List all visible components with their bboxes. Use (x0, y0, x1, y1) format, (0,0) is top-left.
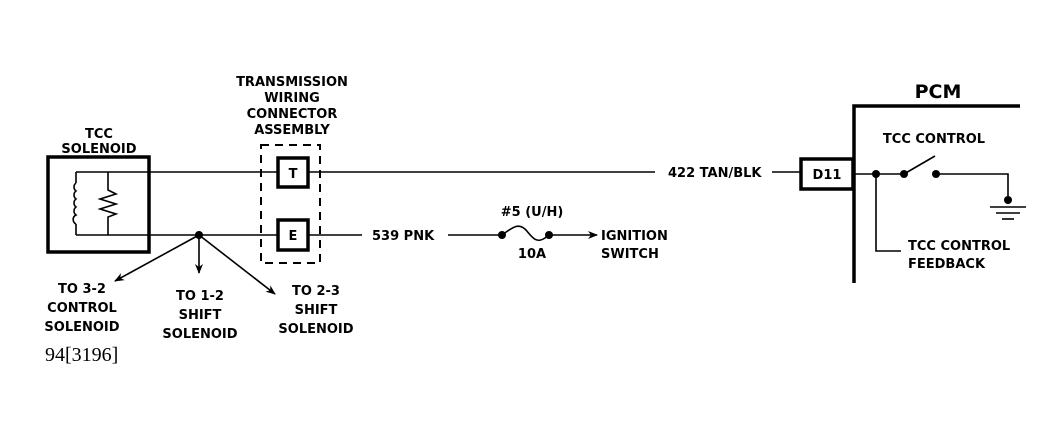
solenoid-inner-wiring (75, 171, 150, 236)
ignition-label-1: IGNITION (601, 229, 668, 244)
branch-arrow-2-3 (198, 234, 276, 295)
tcc-control-label: TCC CONTROL (883, 132, 985, 147)
svg-text:CONNECTOR: CONNECTOR (247, 107, 338, 122)
pin-e-box (276, 218, 310, 252)
svg-text:TO 3-2: TO 3-2 (58, 282, 106, 297)
resistor-icon (97, 172, 119, 235)
svg-text:SHIFT: SHIFT (179, 308, 222, 323)
branch-arrow-3-2 (114, 234, 200, 282)
feedback-wire (875, 174, 901, 252)
branch-label-2-3: TO 2-3 SHIFT SOLENOID (278, 284, 353, 337)
svg-text:SOLENOID: SOLENOID (278, 322, 353, 337)
pcm: PCM D11 TCC CONTROL TCC CONTROL FEEDBACK (799, 81, 1026, 283)
branch-label-3-2: TO 3-2 CONTROL SOLENOID (44, 282, 119, 335)
svg-text:WIRING: WIRING (264, 91, 320, 106)
svg-text:SOLENOID: SOLENOID (162, 327, 237, 342)
svg-text:CONTROL: CONTROL (47, 301, 117, 316)
fuse-icon (501, 225, 550, 242)
feedback-label-1: TCC CONTROL (908, 239, 1010, 254)
svg-text:TRANSMISSION: TRANSMISSION (236, 75, 348, 90)
pcm-label: PCM (915, 81, 962, 103)
ignition-label-2: SWITCH (601, 247, 659, 262)
coil-icon (72, 182, 78, 225)
transmission-connector: TRANSMISSION WIRING CONNECTOR ASSEMBLY T… (236, 75, 348, 264)
feedback-label-2: FEEDBACK (908, 257, 986, 272)
pcm-boundary (852, 104, 1020, 283)
wire-539-label: 539 PNK (372, 229, 435, 244)
connector-outline (260, 144, 321, 264)
pin-d11-label: D11 (813, 168, 842, 183)
fuse-rating: 10A (518, 247, 546, 262)
branch-label-1-2: TO 1-2 SHIFT SOLENOID (162, 289, 237, 342)
svg-text:SOLENOID: SOLENOID (44, 320, 119, 335)
switch-icon (903, 155, 936, 175)
fuse: #5 (U/H) 10A (498, 205, 563, 262)
svg-text:TO 2-3: TO 2-3 (292, 284, 340, 299)
svg-text:TO 1-2: TO 1-2 (176, 289, 224, 304)
tcc-solenoid-label-1: TCC (85, 127, 113, 142)
pin-e-label: E (289, 229, 298, 244)
pin-t-box (276, 156, 310, 189)
svg-text:ASSEMBLY: ASSEMBLY (254, 123, 330, 138)
pin-d11-box (799, 157, 855, 191)
tcc-solenoid: TCC SOLENOID (46, 127, 151, 254)
ground-icon (990, 206, 1026, 220)
reference-number: 94[3196] (45, 344, 118, 366)
tcc-solenoid-label-2: SOLENOID (61, 142, 136, 157)
svg-text:SHIFT: SHIFT (295, 303, 338, 318)
pin-t-label: T (289, 167, 298, 182)
wire-422-label: 422 TAN/BLK (668, 166, 762, 181)
solenoid-housing (46, 155, 151, 254)
fuse-label: #5 (U/H) (501, 205, 564, 220)
